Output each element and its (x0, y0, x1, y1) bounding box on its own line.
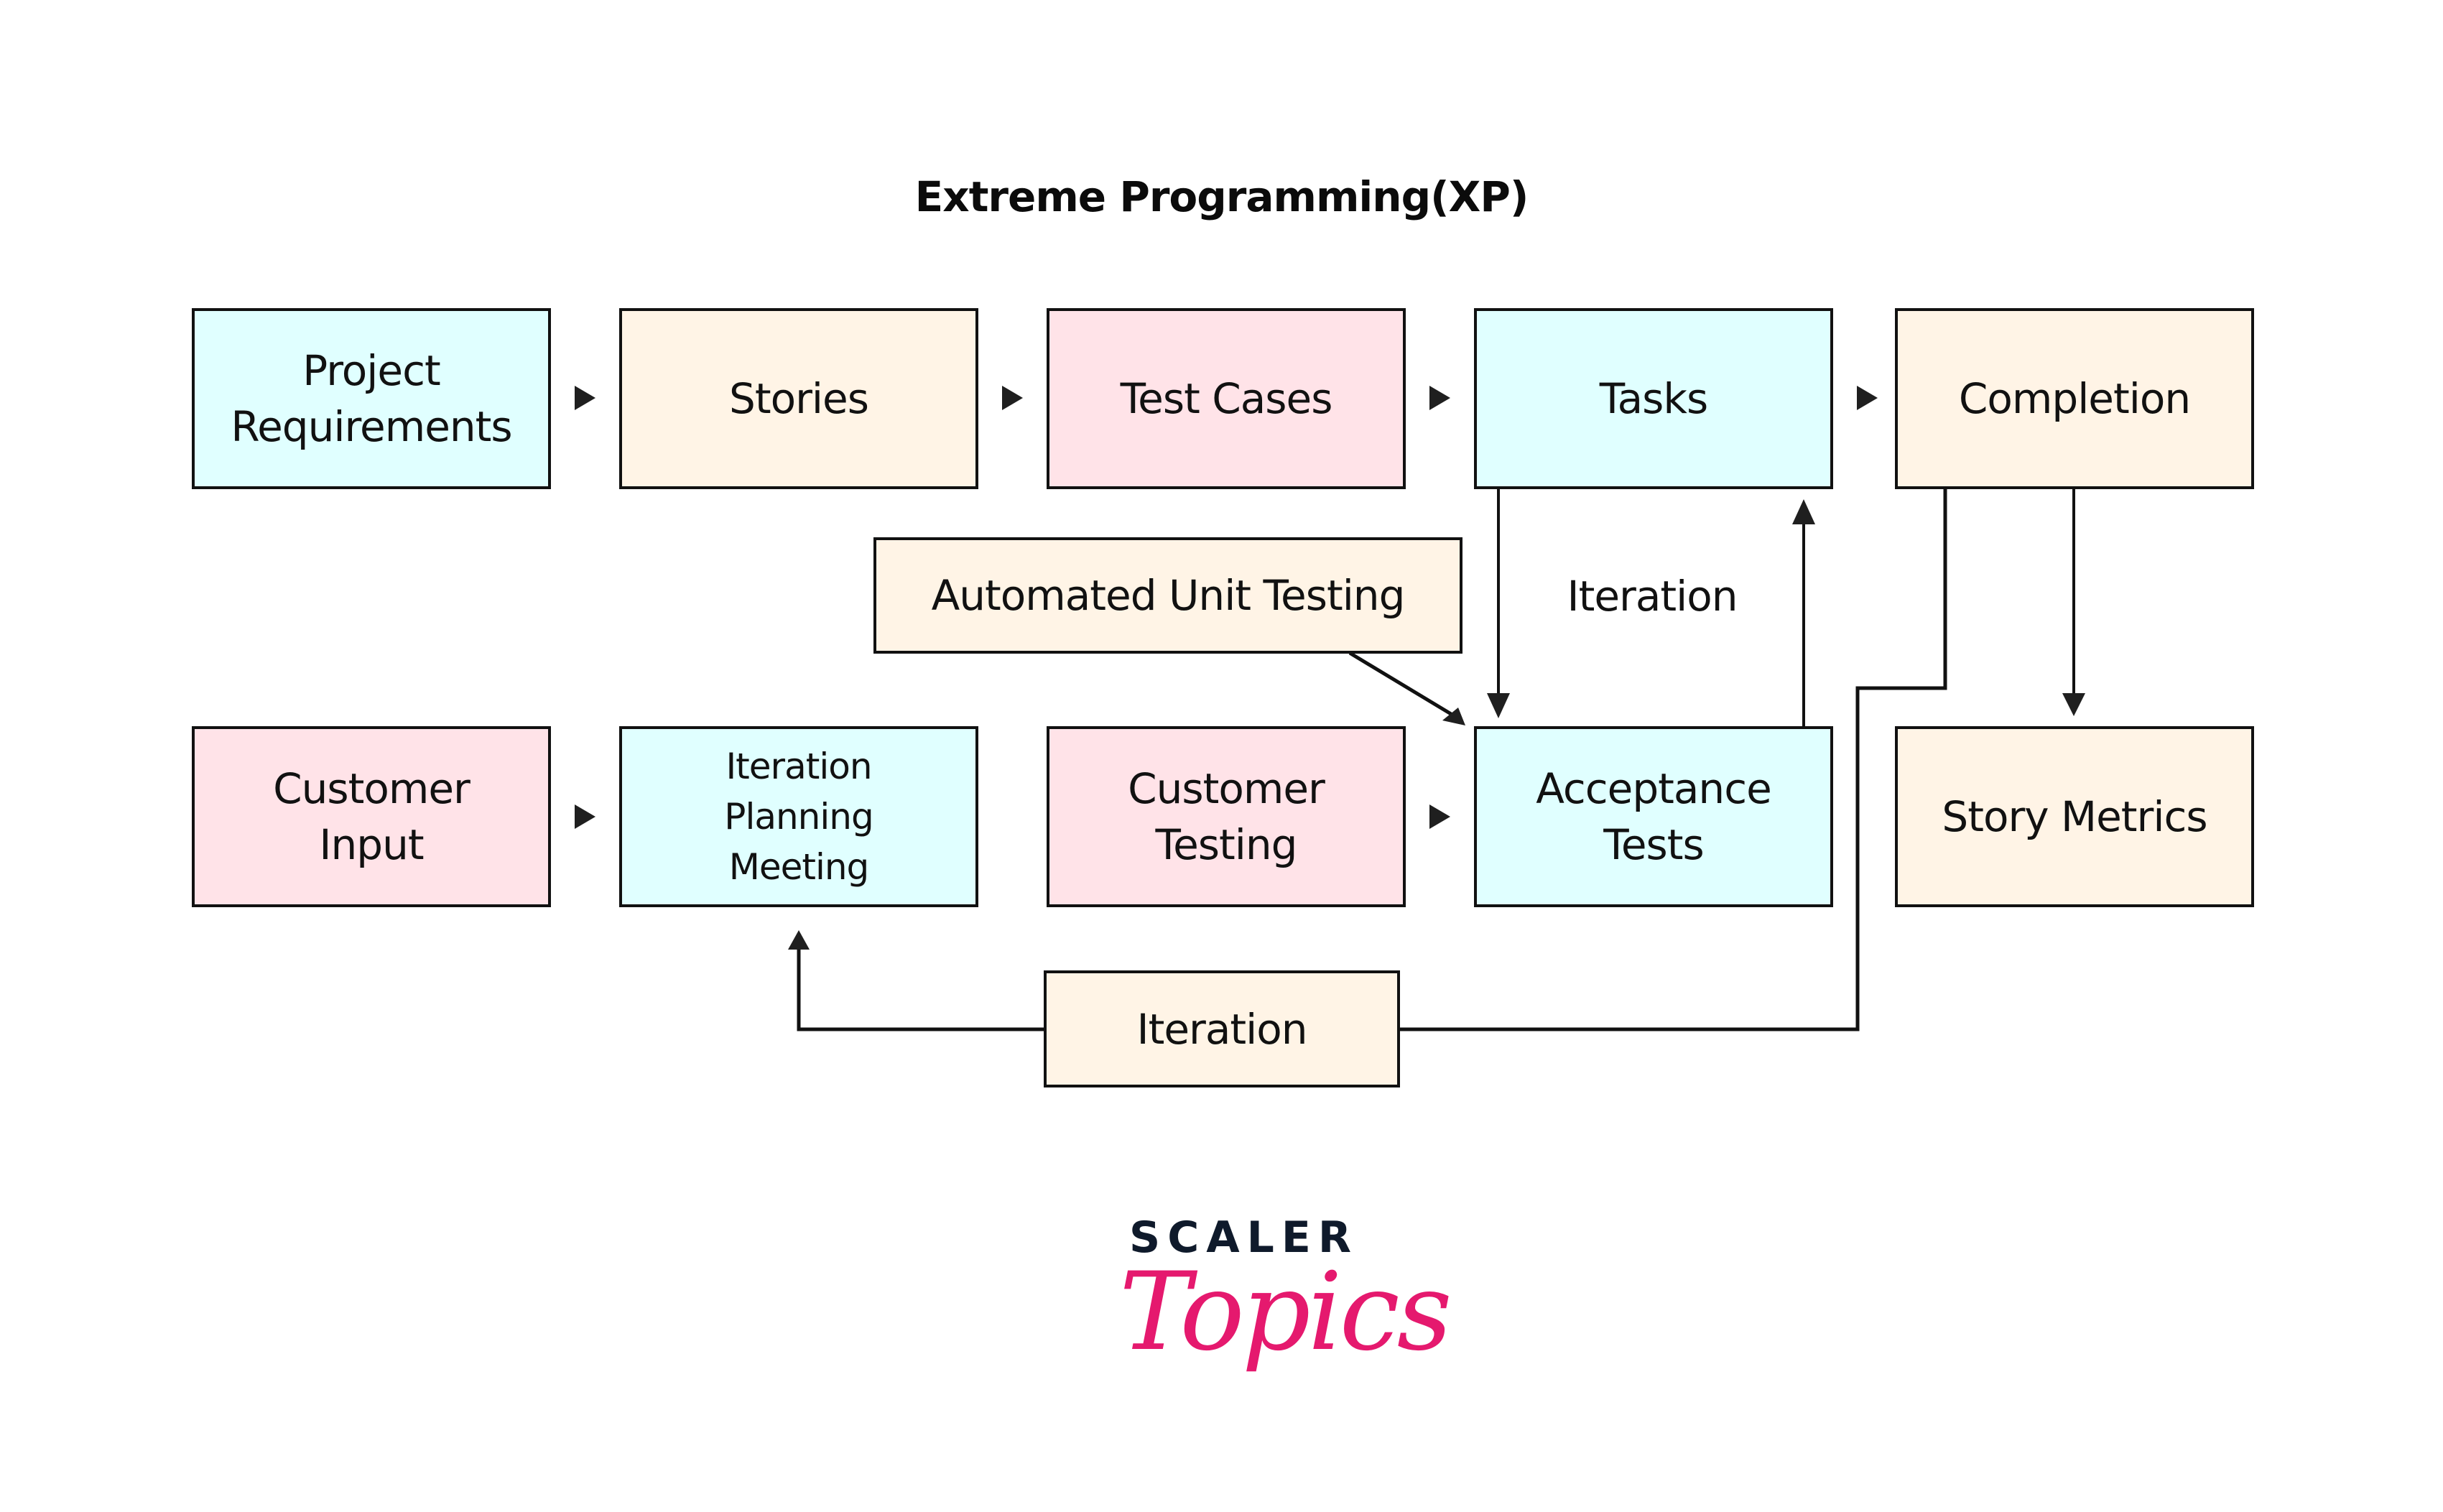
scaler-topics-logo: SCALER Topics (1077, 1192, 1452, 1408)
edge-aut-to-acceptance (1348, 651, 1460, 720)
edge-completion-iteration-loop (1399, 488, 1947, 1031)
node-stories: Stories (619, 308, 978, 489)
node-project-requirements: Project Requirements (192, 308, 551, 489)
arrow-customerinput-to-ipm (575, 804, 595, 829)
node-test-cases: Test Cases (1047, 308, 1406, 489)
node-completion: Completion (1895, 308, 2254, 489)
arrow-head-completion-to-storymetrics (2062, 693, 2085, 716)
arrow-pr-to-stories (575, 386, 595, 410)
node-acceptance-tests: Acceptance Tests (1474, 726, 1833, 907)
node-iteration-bottom: Iteration (1044, 970, 1400, 1087)
node-automated-unit-testing: Automated Unit Testing (873, 537, 1462, 654)
arrow-customertesting-to-acceptance (1429, 804, 1450, 829)
arrow-head-iteration-to-ipm (788, 930, 810, 950)
arrow-stories-to-testcases (1002, 386, 1023, 410)
diagram-title: Extreme Programming(XP) (914, 172, 1529, 221)
logo-scaler-text: SCALER (1129, 1212, 1359, 1263)
arrow-head-tasks-to-acceptance (1487, 693, 1510, 718)
edge-iteration-to-ipm (797, 948, 1044, 1031)
logo-topics-text: Topics (1119, 1250, 1452, 1375)
arrow-head-acceptance-to-tasks (1792, 499, 1815, 524)
arrow-head-aut-to-acceptance (1442, 708, 1465, 725)
arrow-tasks-to-completion (1857, 386, 1878, 410)
node-customer-testing: Customer Testing (1047, 726, 1406, 907)
label-iteration-mid: Iteration (1567, 572, 1738, 621)
node-tasks: Tasks (1474, 308, 1833, 489)
node-story-metrics: Story Metrics (1895, 726, 2254, 907)
node-iteration-planning-meeting: Iteration Planning Meeting (619, 726, 978, 907)
node-customer-input: Customer Input (192, 726, 551, 907)
arrow-testcases-to-tasks (1429, 386, 1450, 410)
